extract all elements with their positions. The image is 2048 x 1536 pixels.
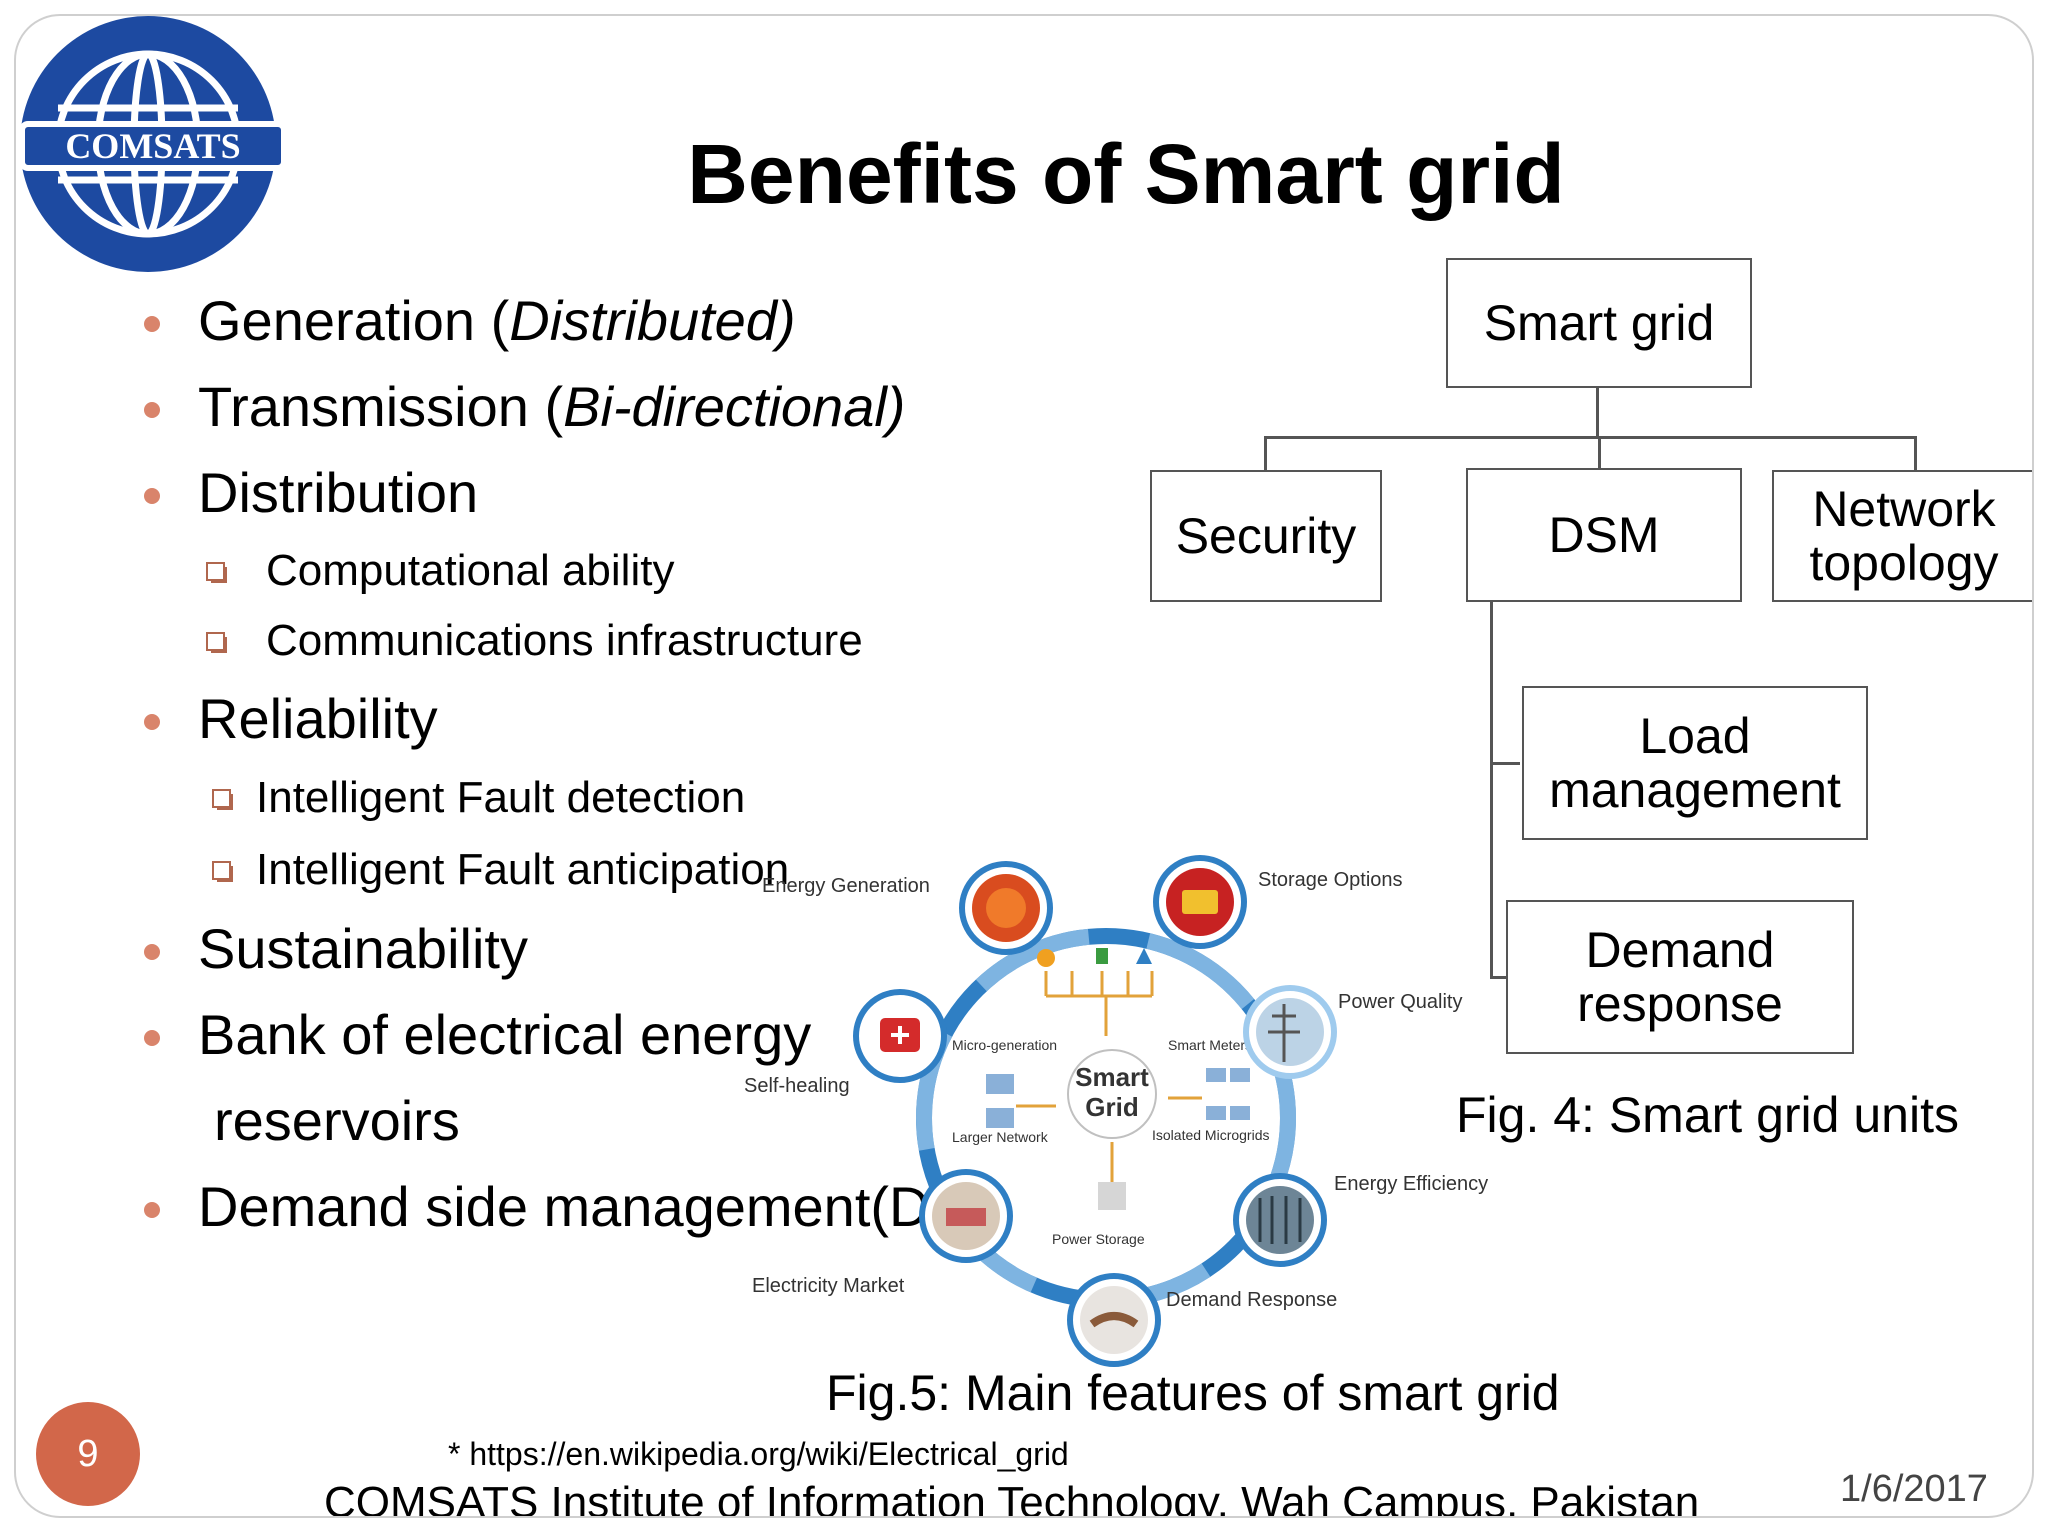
label-isolated-microgrids: Isolated Microgrids xyxy=(1152,1127,1270,1143)
checkbox-icon xyxy=(206,562,227,583)
connector xyxy=(1598,436,1601,474)
subbullet-fault-detection: Intelligent Fault detection xyxy=(126,762,1106,834)
label-smart-meters: Smart Meters xyxy=(1168,1037,1252,1053)
slide-date: 1/6/2017 xyxy=(1840,1468,1988,1510)
node-storage-options xyxy=(1153,855,1247,949)
bullet-dsm: Demand side management(DSM) xyxy=(126,1164,1106,1250)
bullet-reliability: Reliability xyxy=(126,676,1106,762)
node-self-healing xyxy=(853,989,947,1083)
label-electricity-market: Electricity Market xyxy=(752,1275,905,1297)
label-larger-network: Larger Network xyxy=(952,1129,1049,1145)
node-power-quality xyxy=(1243,985,1337,1079)
bullet-transmission: Transmission (Bi-directional) xyxy=(126,364,1106,450)
label-energy-generation: Energy Generation xyxy=(762,875,930,897)
node-energy-generation xyxy=(959,861,1053,955)
institute-footer: COMSATS Institute of Information Technol… xyxy=(324,1478,1700,1518)
connector xyxy=(1914,436,1917,476)
node-demand-response xyxy=(1067,1273,1161,1367)
slide: COMSATS Benefits of Smart grid Generatio… xyxy=(14,14,2034,1518)
box-smart-grid: Smart grid xyxy=(1446,258,1752,388)
node-electricity-market xyxy=(919,1169,1013,1263)
subbullet-computational: Computational ability xyxy=(126,536,1106,606)
source-footnote: * https://en.wikipedia.org/wiki/Electric… xyxy=(448,1436,1069,1472)
box-dsm: DSM xyxy=(1466,468,1742,602)
center-label-grid: Grid xyxy=(1085,1092,1138,1122)
label-energy-efficiency: Energy Efficiency xyxy=(1334,1173,1488,1195)
connector xyxy=(1490,976,1510,979)
label-storage-options: Storage Options xyxy=(1258,869,1403,891)
logo-text: COMSATS xyxy=(65,126,240,166)
connector xyxy=(1490,762,1520,765)
comsats-logo: COMSATS xyxy=(19,16,287,272)
bullet-bank: Bank of electrical energy xyxy=(126,992,1106,1078)
label-micro-generation: Micro-generation xyxy=(952,1037,1057,1053)
subbullet-communications: Communications infrastructure xyxy=(126,606,1106,676)
slide-title: Benefits of Smart grid xyxy=(687,127,1565,221)
connector xyxy=(1264,436,1267,476)
page-number-badge: 9 xyxy=(36,1402,140,1506)
box-security: Security xyxy=(1150,470,1382,602)
checkbox-icon xyxy=(206,632,227,653)
center-label-smart: Smart xyxy=(1075,1062,1149,1092)
checkbox-icon xyxy=(212,861,233,882)
fig5-caption: Fig.5: Main features of smart grid xyxy=(826,1365,1560,1421)
label-power-storage: Power Storage xyxy=(1052,1231,1145,1247)
checkbox-icon xyxy=(212,789,233,810)
subbullet-fault-anticipation: Intelligent Fault anticipation xyxy=(126,834,1106,906)
bullet-distribution: Distribution xyxy=(126,450,1106,536)
label-self-healing: Self-healing xyxy=(744,1075,850,1097)
bullet-generation: Generation (Distributed) xyxy=(126,278,1106,364)
connector xyxy=(1596,386,1599,438)
label-demand-response: Demand Response xyxy=(1166,1289,1337,1311)
smart-grid-features-diagram: Smart Grid Micro-generation Smart Meters… xyxy=(744,855,1488,1367)
connector xyxy=(1490,600,1493,978)
connector xyxy=(1264,436,1916,439)
benefit-list: Generation (Distributed) Transmission (B… xyxy=(126,278,1106,1250)
bullet-bank-continued: reservoirs xyxy=(214,1089,460,1152)
fig4-caption: Fig. 4: Smart grid units xyxy=(1456,1087,1959,1143)
label-power-quality: Power Quality xyxy=(1338,991,1463,1013)
bullet-sustainability: Sustainability xyxy=(126,906,1106,992)
node-energy-efficiency xyxy=(1233,1173,1327,1267)
